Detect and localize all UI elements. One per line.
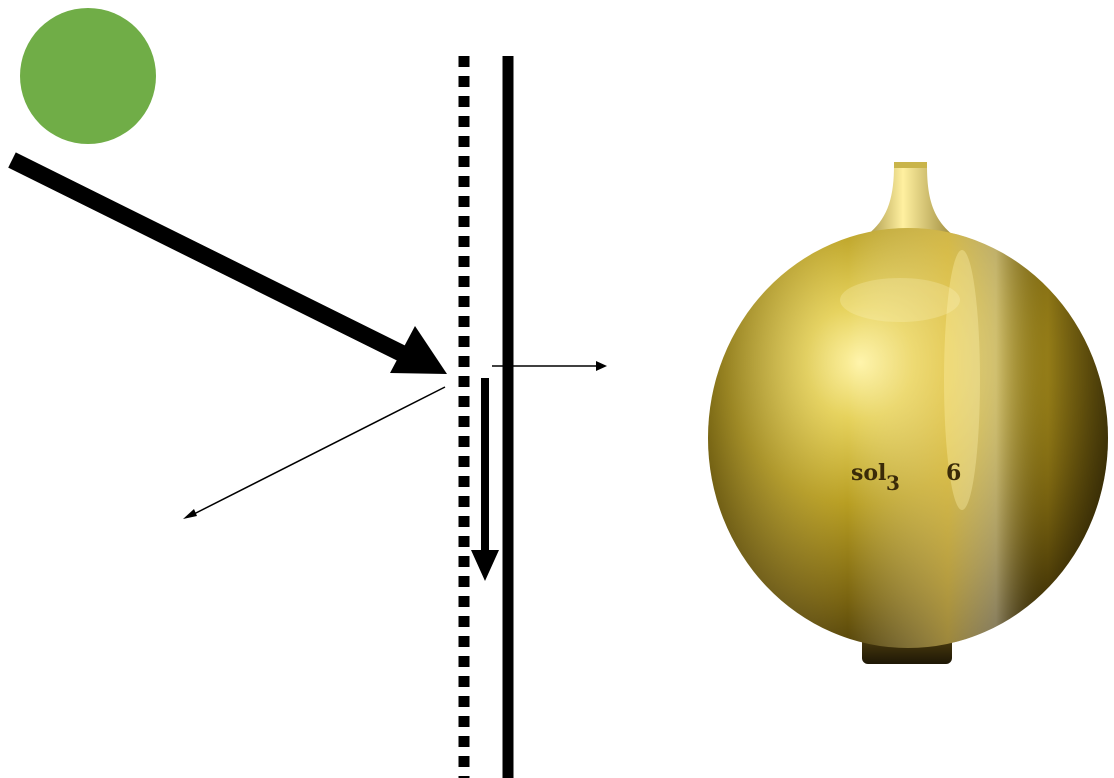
- resonator-note-label: sol: [851, 460, 886, 486]
- resonator-subscript-label: 3: [886, 471, 900, 495]
- resonator-number-label: 6: [946, 460, 961, 486]
- surface-current-arrow: [471, 378, 499, 581]
- reflected-beam-arrow: [183, 387, 445, 519]
- incident-beam-arrow: [12, 160, 447, 374]
- source-circle-icon: [20, 8, 156, 144]
- brass-sphere-resonator-icon: sol 3 6: [708, 162, 1108, 664]
